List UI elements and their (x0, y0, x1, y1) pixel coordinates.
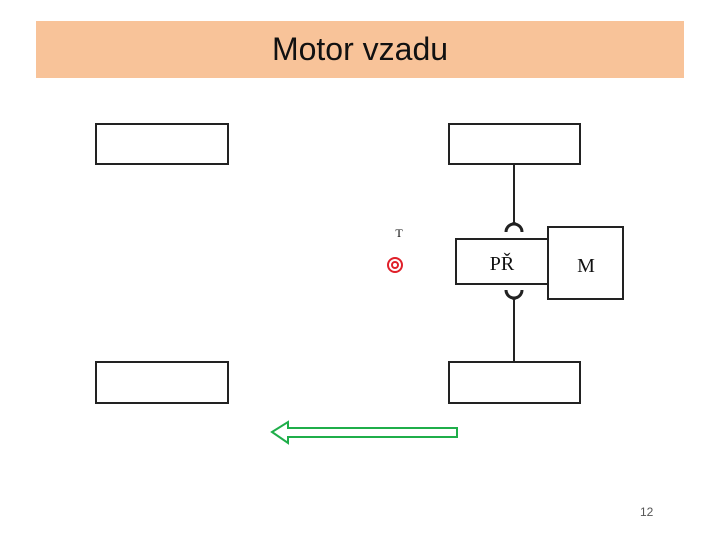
wheel-front-right (95, 361, 229, 404)
gearbox-label: PŘ (490, 252, 515, 275)
wheel-front-left (95, 123, 229, 165)
joint-lower-icon (504, 289, 524, 300)
slide-title: Motor vzadu (271, 31, 449, 67)
motor-box (547, 226, 624, 300)
joint-upper-icon (504, 222, 524, 233)
center-of-gravity-label: T (395, 226, 403, 240)
title-bar: Motor vzadu (36, 21, 684, 78)
direction-arrow-icon (270, 420, 458, 445)
wheel-rear-left (448, 123, 581, 165)
motor-label: M (577, 255, 595, 277)
wheel-rear-right (448, 361, 581, 404)
page-number: 12 (640, 505, 654, 519)
gearbox-box (455, 238, 549, 285)
center-of-gravity-icon (387, 257, 403, 273)
